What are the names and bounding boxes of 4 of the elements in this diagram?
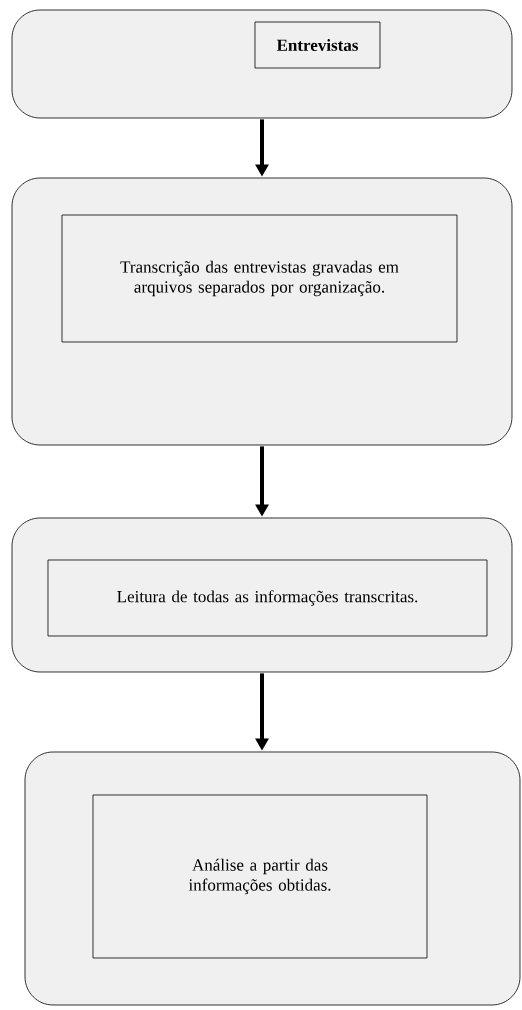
step-box: Análise a partir das informações obtidas. xyxy=(92,794,428,959)
step-box: Leitura de todas as informações transcritas. xyxy=(47,559,488,637)
step-box: Transcrição das entrevistas gravadas em arquivos separados por organização. xyxy=(61,214,458,343)
step-box: Entrevistas xyxy=(254,21,381,69)
